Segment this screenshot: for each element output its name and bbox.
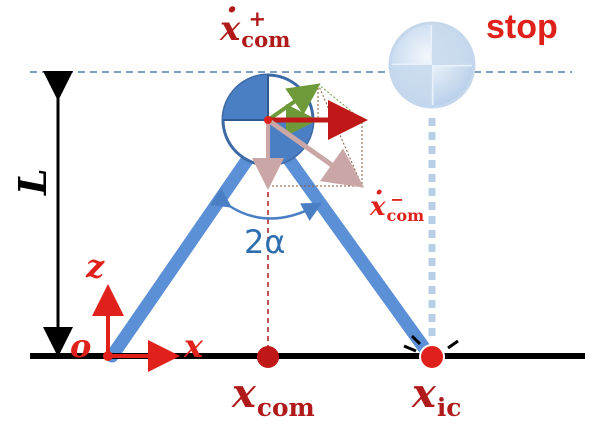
left-leg bbox=[105, 143, 261, 363]
z-axis-label: z bbox=[86, 247, 105, 285]
impact-point bbox=[403, 334, 459, 370]
x-com-label: xcom bbox=[232, 370, 315, 422]
velocity-minus-arrow bbox=[266, 117, 365, 188]
x-axis-label: x bbox=[184, 327, 204, 365]
xcom-minus-label: xcom− bbox=[370, 180, 424, 224]
x-ic-label: xic bbox=[412, 370, 462, 422]
angle-arc bbox=[209, 188, 323, 221]
right-leg bbox=[275, 143, 437, 363]
length-label: L bbox=[10, 168, 55, 195]
stop-mass-ghost bbox=[388, 21, 476, 340]
stop-label: stop bbox=[486, 8, 558, 46]
xcom-plus-label: xcom+ bbox=[220, 0, 290, 50]
angle-label: 2α bbox=[244, 223, 286, 261]
com-ground-point bbox=[257, 346, 279, 368]
origin-label: o bbox=[70, 327, 92, 365]
